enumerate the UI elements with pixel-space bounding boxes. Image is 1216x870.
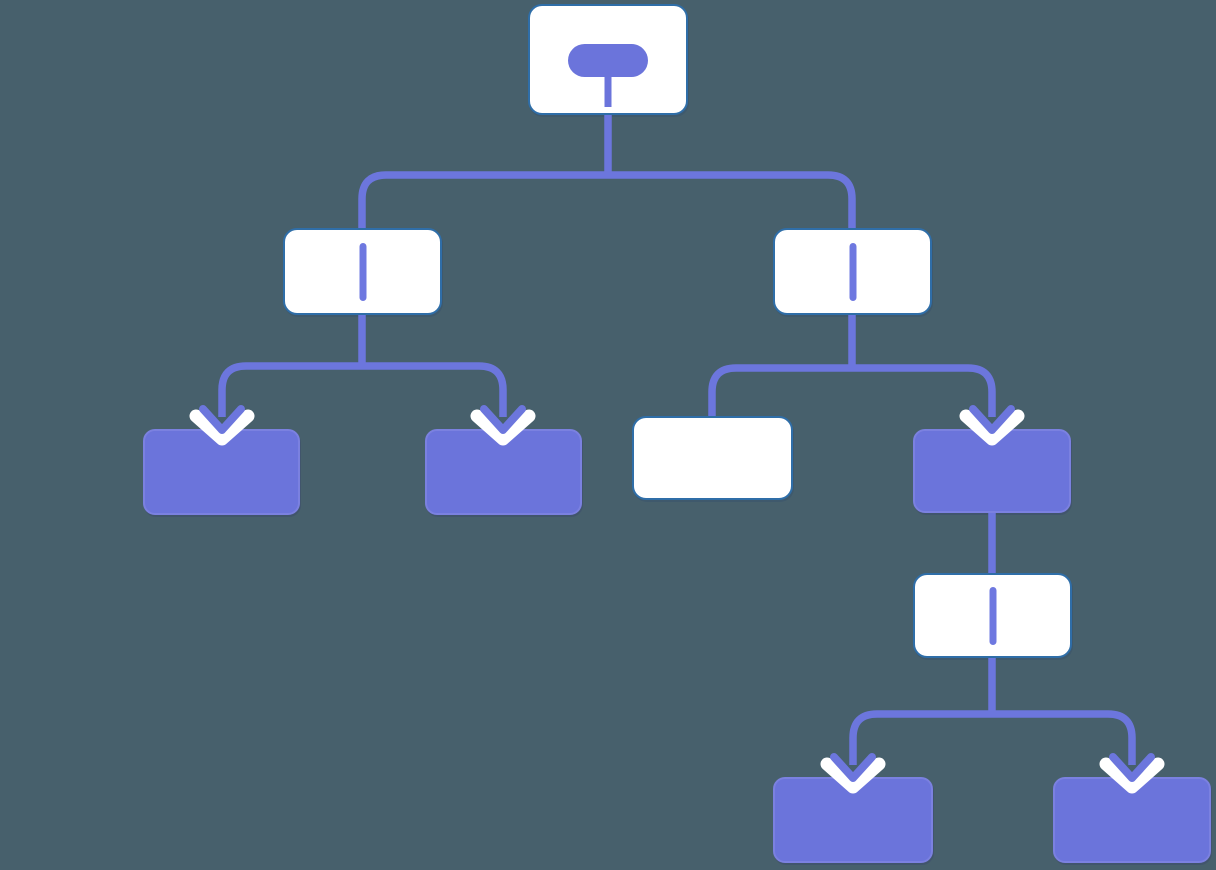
tree-node-leaf-1[interactable]	[143, 429, 300, 515]
arrow-down-icon	[969, 405, 1015, 434]
vertical-line-icon	[849, 242, 856, 301]
arrow-down-icon	[1109, 753, 1155, 782]
arrow-down-icon	[199, 405, 245, 434]
edge-drop	[362, 362, 507, 417]
tree-node-branch-left[interactable]	[283, 228, 442, 315]
edge-drop	[358, 171, 608, 228]
vertical-line-icon	[359, 242, 366, 301]
edge-drop	[849, 710, 992, 765]
edge-drop	[708, 364, 852, 416]
vertical-line-icon	[989, 586, 996, 645]
tree-node-leaf-2[interactable]	[425, 429, 582, 515]
tree-node-root[interactable]	[528, 4, 688, 115]
edge-drop	[218, 362, 362, 417]
root-connector-icon	[530, 6, 686, 113]
tree-node-leaf-4[interactable]	[1053, 777, 1211, 863]
tree-node-leaf-3[interactable]	[773, 777, 933, 863]
arrow-down-icon	[830, 753, 876, 782]
tree-node-child-arrow[interactable]	[913, 429, 1071, 513]
edge-drop	[992, 710, 1136, 765]
tree-node-child-plain[interactable]	[632, 416, 793, 500]
edge-drop	[608, 171, 856, 228]
tree-node-branch-right[interactable]	[773, 228, 932, 315]
edge-drop	[852, 364, 996, 417]
arrow-down-icon	[480, 405, 526, 434]
tree-node-sub-branch[interactable]	[913, 573, 1072, 658]
